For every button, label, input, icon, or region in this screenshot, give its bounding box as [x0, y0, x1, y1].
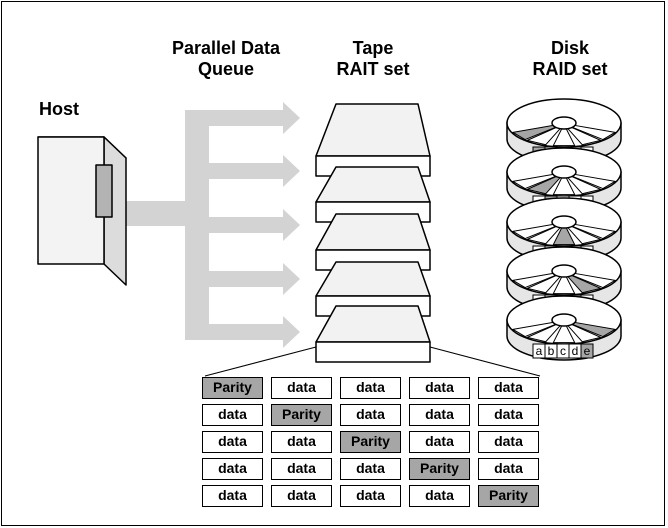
disk-label-line1: Disk — [550, 38, 590, 58]
data-cell: data — [478, 458, 539, 480]
tape-drive-5 — [315, 305, 431, 363]
data-cell: data — [202, 458, 263, 480]
data-cell: data — [478, 404, 539, 426]
parity-cell: Parity — [478, 485, 539, 507]
parity-cell: Parity — [202, 377, 263, 399]
parallel-data-queue — [125, 102, 300, 348]
data-cell: data — [271, 377, 332, 399]
striping-lines — [204, 346, 541, 377]
tape-label-line1: Tape — [352, 38, 394, 58]
data-cell: data — [478, 431, 539, 453]
data-cell: data — [409, 485, 470, 507]
disk-segment-letter: e — [584, 344, 591, 358]
queue-label-line1: Parallel Data — [171, 38, 281, 58]
tape-rait-set-label: Tape RAIT set — [313, 38, 433, 80]
data-cell: data — [478, 377, 539, 399]
data-cell: data — [202, 485, 263, 507]
data-cell: data — [271, 485, 332, 507]
data-cell: data — [409, 377, 470, 399]
parity-cell: Parity — [409, 458, 470, 480]
data-cell: data — [340, 377, 401, 399]
data-cell: data — [271, 458, 332, 480]
disk-raid-set-label: Disk RAID set — [510, 38, 630, 80]
disk-label-line2: RAID set — [532, 59, 608, 79]
data-cell: data — [271, 431, 332, 453]
disk-segment-letter: a — [536, 344, 543, 358]
queue-label-line2: Queue — [197, 59, 254, 79]
data-cell: data — [202, 404, 263, 426]
data-cell: data — [340, 458, 401, 480]
data-cell: data — [202, 431, 263, 453]
tape-drive-stack — [315, 103, 431, 363]
data-cell: data — [340, 485, 401, 507]
tape-label-line2: RAIT set — [336, 59, 410, 79]
data-cell: data — [340, 404, 401, 426]
data-cell: data — [409, 404, 470, 426]
parallel-data-queue-label: Parallel Data Queue — [156, 38, 296, 80]
disk-segment-letter: c — [560, 344, 566, 358]
data-cell: data — [409, 431, 470, 453]
host-computer-icon — [37, 136, 127, 286]
parity-cell: Parity — [340, 431, 401, 453]
disk-segment-letter: b — [548, 344, 555, 358]
disk-stack: abcdeabcdeabcdeabcdeabcde — [506, 98, 622, 361]
parity-cell: Parity — [271, 404, 332, 426]
tape-drive-1 — [315, 103, 431, 177]
disk-segment-letter: d — [572, 344, 579, 358]
host-label: Host — [39, 99, 79, 119]
